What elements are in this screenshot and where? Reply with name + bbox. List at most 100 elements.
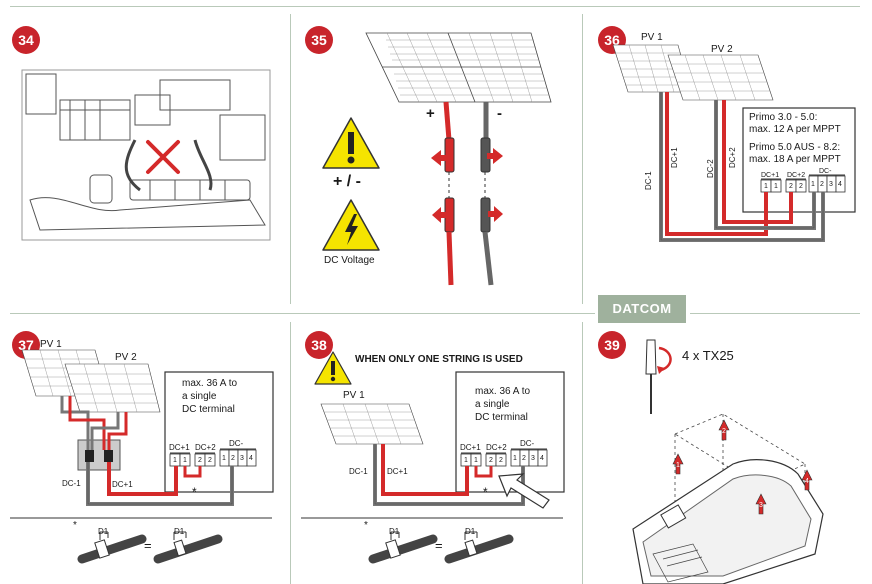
- terminal-num-m1: 1: [222, 455, 226, 462]
- cable-dcm1-label: DC-1: [644, 171, 653, 190]
- note-line-c: DC terminal: [182, 404, 235, 415]
- screw-num-4: 4: [805, 478, 809, 485]
- diode-cable-icon-right: [444, 531, 514, 564]
- terminal-num-1b: 1: [774, 183, 778, 190]
- mppt-note-2a: Primo 5.0 AUS - 8.2:: [749, 142, 841, 153]
- mppt-note-1b: max. 12 A per MPPT: [749, 124, 841, 135]
- terminal-num-2b: 2: [499, 457, 503, 464]
- cable-dcp2-label: DC+2: [728, 147, 737, 168]
- asterisk-marker: *: [192, 485, 197, 499]
- terminal-num-m4: 4: [838, 181, 842, 188]
- terminal-num-2b: 2: [208, 457, 212, 464]
- note-line-b: a single: [475, 399, 510, 410]
- combiner-box: [77, 439, 121, 471]
- screws-label: 4 x TX25: [682, 348, 734, 363]
- screwdriver-icon: [645, 339, 672, 414]
- step-39-badge: 39: [598, 331, 626, 359]
- note-line-a: max. 36 A to: [182, 378, 238, 389]
- middle-rule-right: [690, 313, 860, 314]
- cable-dcm1-label: DC-1: [62, 479, 81, 488]
- forbidden-x-icon: [146, 140, 180, 174]
- two-string-wiring-diagram: [612, 44, 856, 242]
- terminal-dcp1-label: DC+1: [761, 172, 780, 179]
- terminal-num-1b: 1: [474, 457, 478, 464]
- terminal-num-m4: 4: [249, 455, 253, 462]
- minus-label: -: [497, 105, 502, 122]
- footnote-asterisk: *: [73, 520, 77, 531]
- terminal-num-1b: 1: [183, 457, 187, 464]
- note-line-c: DC terminal: [475, 412, 528, 423]
- terminal-num-m2: 2: [231, 455, 235, 462]
- terminal-dcp2-label: DC+2: [486, 443, 507, 452]
- terminal-num-m3: 3: [829, 181, 833, 188]
- diode-label-left: D1: [98, 527, 109, 536]
- diode-cable-icon-left: [368, 531, 438, 564]
- equals-sign: =: [435, 538, 443, 553]
- terminal-dcp2-label: DC+2: [195, 443, 216, 452]
- terminal-num-1a: 1: [764, 183, 768, 190]
- mppt-note-1a: Primo 3.0 - 5.0:: [749, 112, 818, 123]
- terminal-num-m2: 2: [820, 181, 824, 188]
- terminal-num-m1: 1: [811, 181, 815, 188]
- inverter-box: [164, 371, 274, 493]
- terminal-num-2a: 2: [489, 457, 493, 464]
- terminal-dcp1-label: DC+1: [169, 443, 190, 452]
- single-string-diagram: [301, 351, 565, 564]
- solar-panel-illustration: [322, 32, 552, 286]
- step-37-panel: 37: [0, 314, 290, 584]
- step-39-panel: 39 4 x TX25 1 2 3 4: [583, 314, 872, 584]
- footnote-asterisk: *: [364, 520, 368, 531]
- terminal-num-m4: 4: [540, 455, 544, 462]
- inverter-box: [455, 371, 565, 493]
- terminal-num-m1: 1: [513, 455, 517, 462]
- terminal-num-1a: 1: [173, 457, 177, 464]
- cable-dcp1-label: DC+1: [387, 467, 408, 476]
- pv1-label: PV 1: [343, 390, 365, 401]
- terminal-num-m2: 2: [522, 455, 526, 462]
- step-36-panel: 36 PV 1 PV 2 Primo 3.0 - 5.0:: [583, 0, 872, 310]
- pv1-label: PV 1: [40, 339, 62, 350]
- step-38-panel: 38: [291, 314, 582, 584]
- diode-cable-icon-left: [77, 531, 147, 564]
- asterisk-marker: *: [483, 485, 488, 499]
- terminal-dcm-label: DC-: [229, 439, 244, 448]
- terminal-dcp2-label: DC+2: [787, 172, 806, 179]
- top-rule: [10, 6, 860, 7]
- parallel-strings-diagram: [10, 349, 274, 564]
- cover-removal-illustration: [632, 339, 824, 584]
- step-35-badge: 35: [305, 26, 333, 54]
- step-34-badge: 34: [12, 26, 40, 54]
- divider-1: [290, 14, 291, 304]
- screw-num-2: 2: [722, 428, 726, 435]
- terminal-num-m3: 3: [240, 455, 244, 462]
- screw-num-3: 3: [759, 502, 763, 509]
- single-string-title: WHEN ONLY ONE STRING IS USED: [355, 354, 523, 365]
- terminal-dcm-label: DC-: [819, 168, 832, 175]
- pv2-label: PV 2: [711, 44, 733, 55]
- diode-label-left: D1: [389, 527, 400, 536]
- cable-dcp1-label: DC+1: [112, 480, 133, 489]
- note-line-b: a single: [182, 391, 217, 402]
- inverter-interior-illustration: [21, 69, 271, 241]
- step-34-panel: 34: [0, 0, 290, 310]
- middle-rule-left: [10, 313, 595, 314]
- terminal-num-m3: 3: [531, 455, 535, 462]
- mppt-note-2b: max. 18 A per MPPT: [749, 154, 841, 165]
- pointer-arrow-icon: [498, 473, 550, 509]
- step-38-badge: 38: [305, 331, 333, 359]
- terminal-num-2b: 2: [799, 183, 803, 190]
- note-line-a: max. 36 A to: [475, 386, 531, 397]
- divider-4: [582, 322, 583, 584]
- pv1-label: PV 1: [641, 32, 663, 43]
- datcom-section-tab: DATCOM: [598, 295, 686, 323]
- terminal-dcp1-label: DC+1: [460, 443, 481, 452]
- equals-sign: =: [144, 538, 152, 553]
- terminal-dcm-label: DC-: [520, 439, 535, 448]
- diode-cable-icon-right: [153, 531, 223, 564]
- polarity-label: + / -: [333, 173, 362, 190]
- cable-dcp1-label: DC+1: [670, 147, 679, 168]
- terminal-num-2a: 2: [198, 457, 202, 464]
- inverter-box: [742, 107, 856, 213]
- step-35-panel: 35 + - + / - DC: [291, 0, 582, 310]
- cable-dcm1-label: DC-1: [349, 467, 368, 476]
